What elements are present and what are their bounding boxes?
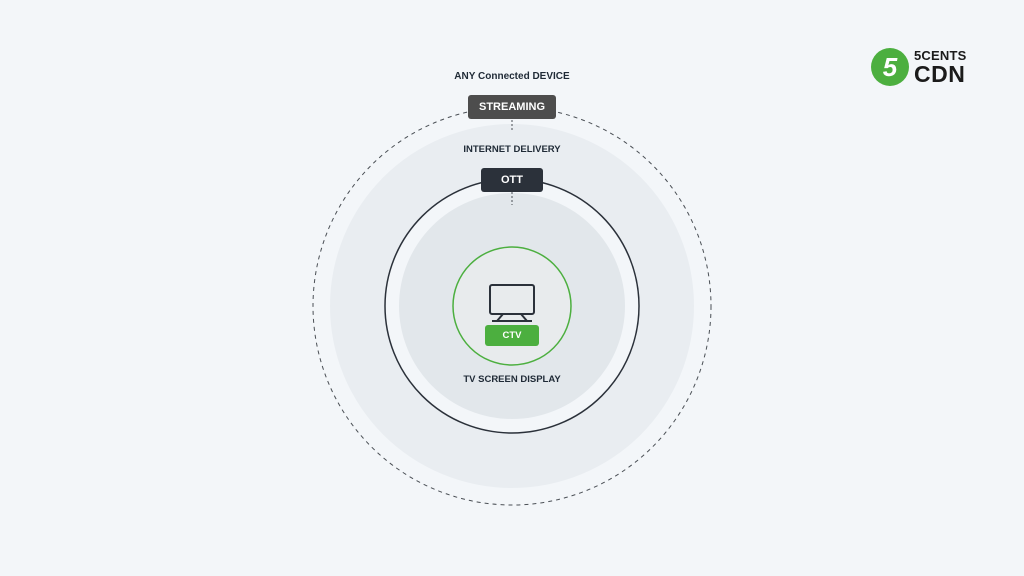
- logo-text-bottom: CDN: [914, 61, 966, 87]
- any-device-label: ANY Connected DEVICE: [454, 71, 570, 82]
- 5centscdn-logo: 5 5CENTS CDN: [870, 46, 980, 88]
- tv-monitor-icon: [489, 284, 535, 322]
- logo-text-top: 5CENTS: [914, 48, 967, 63]
- ott-tag: OTT: [481, 168, 543, 192]
- logo-mark-icon: 5: [871, 48, 909, 86]
- internet-delivery-label: INTERNET DELIVERY: [463, 144, 561, 155]
- svg-text:5: 5: [883, 52, 898, 82]
- ctv-tag: CTV: [485, 325, 539, 346]
- streaming-tag: STREAMING: [468, 95, 556, 119]
- tv-screen-label: TV SCREEN DISPLAY: [463, 374, 561, 385]
- ctv-circle: [452, 246, 572, 366]
